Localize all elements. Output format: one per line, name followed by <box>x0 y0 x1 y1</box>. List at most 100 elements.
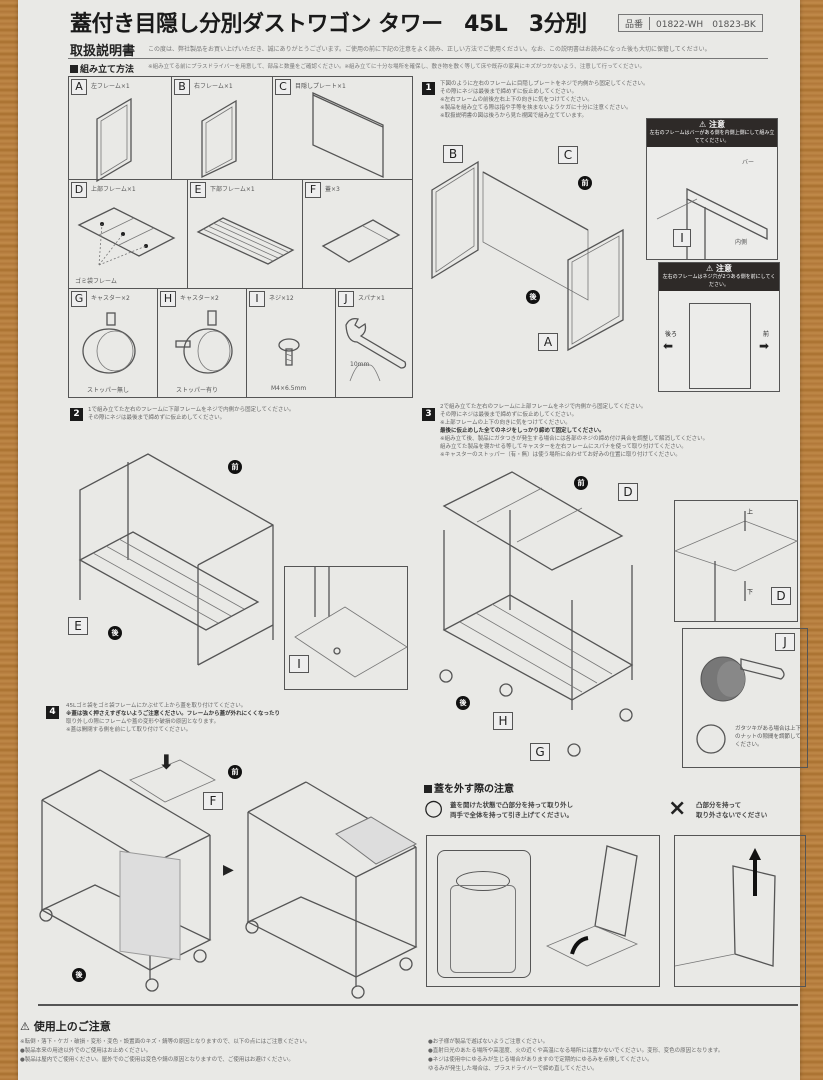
part-b: B 右フレーム×1 <box>171 76 273 180</box>
lid-illustration <box>321 219 401 263</box>
part-letter: C <box>275 79 291 95</box>
part-label: ネジ×12 <box>269 295 294 302</box>
part-label: スパナ×1 <box>358 295 385 302</box>
part-letter: E <box>190 182 206 198</box>
warning-frame-direction: ⚠ 注意左右のフレームはネジ穴が2つある側を前にしてください。 後ろ ⬅ 前 ➡ <box>658 262 780 392</box>
part-numbers: 01822-WH 01823-BK <box>656 19 756 30</box>
left-frame-illustration <box>96 97 132 183</box>
callout-c: C <box>558 146 578 164</box>
back-marker: 後 <box>108 626 122 640</box>
document-title: 蓋付き目隠し分別ダストワゴン タワー 45L 3分別 <box>70 12 587 37</box>
up-label: 上 <box>747 509 754 516</box>
right-frame-illustration <box>201 99 237 179</box>
step-1-diagram <box>431 160 624 352</box>
callout-d: D <box>618 483 638 501</box>
step-3-diagram <box>439 471 634 757</box>
screw-icon <box>278 338 300 366</box>
part-number-box: 品番 01822-WH 01823-BK <box>618 14 763 32</box>
back-marker: 後 <box>72 968 86 982</box>
manual-subtitle: 取扱説明書 <box>70 44 136 59</box>
back-label: 後ろ <box>665 331 678 338</box>
front-label: 前 <box>763 331 770 338</box>
lid-outline <box>450 885 516 973</box>
screw-detail-inset: I <box>284 566 408 690</box>
part-label: キャスター×2 <box>91 295 130 302</box>
divider <box>38 1004 798 1006</box>
warning-bar-orientation: ⚠ 注意左右のフレームはバーがある側を内側上側にして組み立ててください。 バー … <box>646 118 778 260</box>
bar-label: バー <box>742 159 755 166</box>
warning-title: ⚠ 注意 <box>699 120 725 129</box>
ng-instructions: 凸部分を持って取り外さないでください <box>696 801 768 819</box>
part-f: F 蓋×3 <box>302 179 413 289</box>
callout-d: D <box>771 587 791 605</box>
warning-title: ⚠ 注意 <box>706 264 732 273</box>
parts-grid: A 左フレーム×1 B 右フレーム×1 C 目隠しプレート×1 D 上部フレーム… <box>68 76 413 398</box>
part-label: 蓋×3 <box>325 186 340 193</box>
callout-i: I <box>289 655 309 673</box>
part-sub-label: ゴミ袋フレーム <box>75 278 117 285</box>
bottom-frame-illustration <box>196 217 295 265</box>
part-label: 右フレーム×1 <box>194 83 233 90</box>
step-4-before-diagram <box>39 759 216 992</box>
caster-detail-inset: J ガタツキがある場合は上下のナットの隙間を調節してください。 <box>682 628 808 768</box>
instruction-sheet: 蓋付き目隠し分別ダストワゴン タワー 45L 3分別 品番 01822-WH 0… <box>18 0 808 1080</box>
part-sub-label: ストッパー無し <box>87 387 130 394</box>
step-number: 1 <box>422 82 435 95</box>
tab-highlight <box>456 871 510 891</box>
part-a: A 左フレーム×1 <box>68 76 172 183</box>
callout-i: I <box>673 229 691 247</box>
part-sub-label: 10mm <box>350 361 370 368</box>
part-c: C 目隠しプレート×1 <box>272 76 413 180</box>
part-h: H キャスター×2 ストッパー有り <box>157 288 247 398</box>
assembly-heading: 組み立て方法 <box>70 62 134 75</box>
step-number: 3 <box>422 408 435 421</box>
front-marker: 前 <box>574 476 588 490</box>
part-sub-label: ストッパー有り <box>176 387 219 394</box>
part-label: 下部フレーム×1 <box>210 186 255 193</box>
part-number-label: 品番 <box>619 16 651 30</box>
part-label: キャスター×2 <box>180 295 219 302</box>
part-g: G キャスター×2 ストッパー無し <box>68 288 158 398</box>
warning-text: 左右のフレームはバーがある側を内側上側にして組み立ててください。 <box>649 130 775 144</box>
part-letter: J <box>338 291 354 307</box>
callout-a: A <box>538 333 558 351</box>
part-letter: G <box>71 291 87 307</box>
ok-instructions: 蓋を開けた状態で凸部分を持って取り外し両手で全体を持って引き上げてください。 <box>450 801 574 819</box>
callout-h: H <box>493 712 513 730</box>
step-4-text: 45Lゴミ袋をゴミ袋フレームにかぶせて上から蓋を取り付けてください。 ※蓋は強く… <box>66 703 280 733</box>
screw-detail-illustration <box>294 567 408 678</box>
part-letter: A <box>71 79 87 95</box>
assembly-heading-note: ※組み立てる前にプラスドライバーを用意して、部品と数量をご確認ください。※組み立… <box>148 64 646 70</box>
inner-label: 内側 <box>735 239 748 246</box>
part-label: 左フレーム×1 <box>91 83 130 90</box>
part-j: J スパナ×1 10mm <box>335 288 413 398</box>
next-arrow-icon: ▶ <box>223 862 234 878</box>
down-label: 下 <box>747 589 754 596</box>
privacy-plate-illustration <box>312 91 384 179</box>
usage-notes-left: ※転倒・落下・ケガ・破損・変形・変色・設置面のキズ・錆等の原因となりますので、以… <box>20 1039 311 1063</box>
part-label: 上部フレーム×1 <box>91 186 136 193</box>
part-d: D 上部フレーム×1 ゴミ袋フレーム <box>68 179 188 289</box>
callout-j: J <box>775 633 795 651</box>
lid-closeup <box>437 850 531 978</box>
lid-removal-heading: 蓋を外す際の注意 <box>424 780 514 795</box>
back-marker: 後 <box>526 290 540 304</box>
usage-notes-heading: ⚠ 使用上のご注意 <box>20 1020 111 1033</box>
divider <box>68 58 768 59</box>
wrench-icon <box>345 317 407 382</box>
step-number: 2 <box>70 408 83 421</box>
step-1-text: 下図のように左右のフレームに目隠しプレートをネジで内側から固定してください。その… <box>440 81 649 119</box>
part-letter: B <box>174 79 190 95</box>
top-frame-detail-illustration <box>673 511 799 621</box>
back-marker: 後 <box>456 696 470 710</box>
part-letter: I <box>249 291 265 307</box>
lid-removal-ng-illustration <box>674 835 806 987</box>
arrow-right-icon: ➡ <box>759 339 770 353</box>
caster-adjust-note: ガタツキがある場合は上下のナットの隙間を調節してください。 <box>735 726 802 748</box>
callout-e: E <box>68 617 88 635</box>
part-e: E 下部フレーム×1 <box>187 179 303 289</box>
part-letter: H <box>160 291 176 307</box>
caster-with-stopper-illustration <box>175 310 233 374</box>
step-2-text: 1で組み立てた左右のフレームに下部フレームをネジで内側から固定してください。その… <box>88 407 295 421</box>
arrow-left-icon: ⬅ <box>663 339 674 353</box>
